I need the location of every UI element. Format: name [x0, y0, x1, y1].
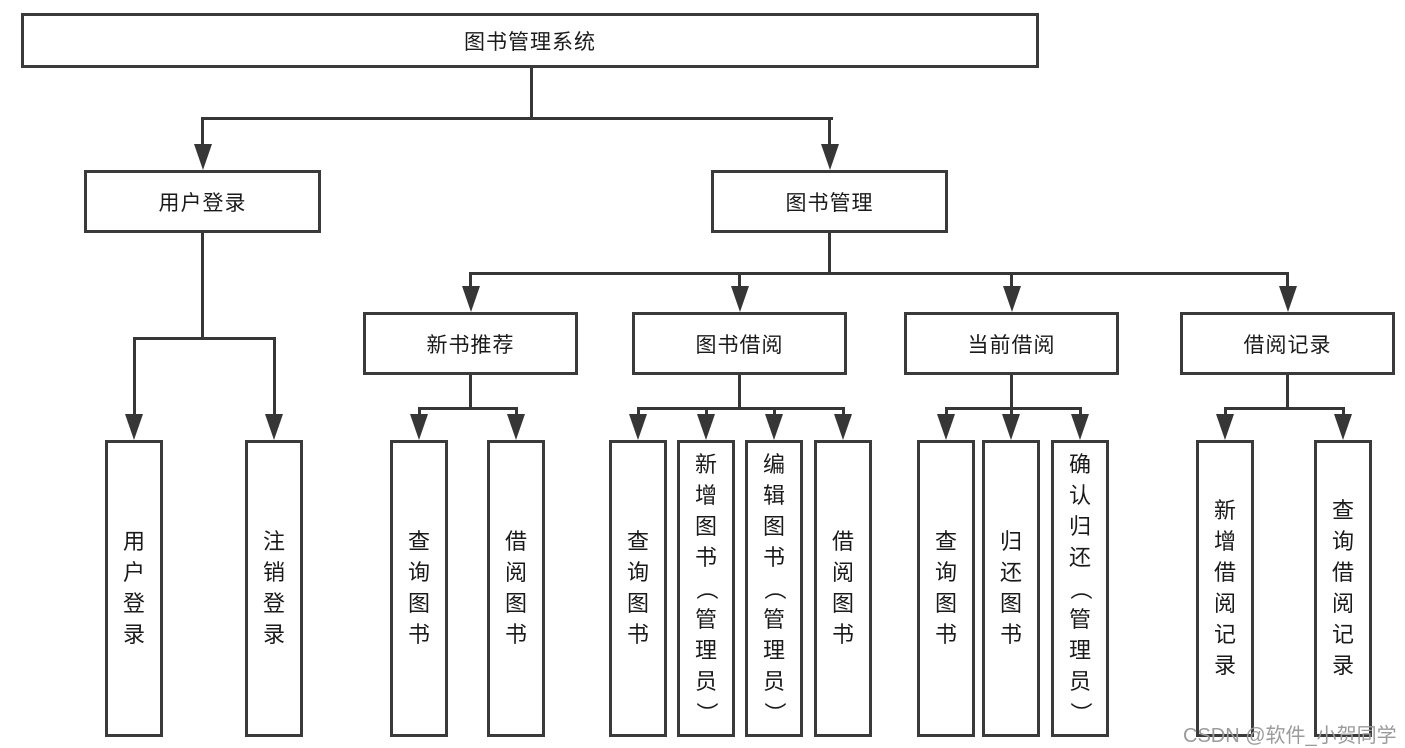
arrow-down-icon	[410, 414, 428, 440]
node-new-book-recommend: 新书推荐	[363, 312, 578, 375]
arrow-down-icon	[765, 414, 783, 440]
connector-user-login-hline	[132, 337, 276, 340]
connector-group-vline	[469, 375, 472, 410]
leaf-logout: 注销登录	[245, 440, 303, 737]
arrow-down-icon	[1071, 414, 1089, 440]
leaf-query-books-3: 查询图书	[917, 440, 975, 737]
leaf-borrow-books-1: 借阅图书	[487, 440, 545, 737]
leaf-user-login-label: 用户登录	[122, 529, 145, 647]
leaf-query-books-1: 查询图书	[390, 440, 448, 737]
arrow-down-icon	[461, 286, 480, 312]
connector-stub	[1286, 272, 1289, 289]
connector-level2-hline	[201, 117, 833, 120]
arrow-down-icon	[507, 414, 525, 440]
node-book-borrow-label: 图书借阅	[695, 333, 784, 357]
connector-group-hline	[1223, 407, 1345, 410]
arrow-down-icon	[1002, 414, 1020, 440]
arrow-down-icon	[834, 414, 852, 440]
leaf-confirm-return-admin: 确认归还（管理员）	[1051, 440, 1109, 737]
connector-stub	[704, 407, 708, 416]
connector-stub	[1010, 272, 1013, 289]
connector-stub	[1223, 407, 1227, 416]
connector-stub	[201, 117, 204, 146]
connector-stub	[772, 407, 776, 416]
connector-stub	[841, 407, 845, 416]
connector-group-hline	[944, 407, 1082, 410]
arrow-down-icon	[820, 144, 839, 170]
connector-group-vline	[738, 375, 741, 410]
leaf-query-books-2: 查询图书	[609, 440, 667, 737]
leaf-query-borrow-record-label: 查询借阅记录	[1331, 498, 1354, 678]
node-new-book-recommend-label: 新书推荐	[426, 333, 515, 357]
connector-stub	[469, 272, 472, 289]
leaf-return-book-label: 归还图书	[999, 529, 1022, 647]
arrow-down-icon	[629, 414, 647, 440]
node-borrow-records-label: 借阅记录	[1243, 333, 1332, 357]
arrow-down-icon	[265, 414, 283, 440]
connector-group-hline	[636, 407, 845, 410]
arrow-down-icon	[125, 414, 143, 440]
leaf-add-borrow-record-label: 新增借阅记录	[1213, 498, 1236, 678]
watermark: CSDN @软件_小贺同学	[1183, 725, 1397, 747]
node-current-borrow: 当前借阅	[904, 312, 1119, 375]
leaf-borrow-books-2: 借阅图书	[814, 440, 872, 737]
node-book-management: 图书管理	[711, 170, 948, 233]
leaf-query-borrow-record: 查询借阅记录	[1314, 440, 1372, 737]
leaf-edit-book-admin-label: 编辑图书（管理员）	[761, 451, 787, 724]
node-user-login: 用户登录	[84, 170, 321, 233]
leaf-add-book-admin: 新增图书（管理员）	[677, 440, 735, 737]
leaf-query-books-3-label: 查询图书	[934, 529, 957, 647]
arrow-down-icon	[697, 414, 715, 440]
leaf-logout-label: 注销登录	[262, 529, 285, 647]
connector-stub	[132, 337, 136, 416]
arrow-down-icon	[730, 286, 749, 312]
connector-stub	[636, 407, 640, 416]
connector-stub	[1078, 407, 1082, 416]
connector-level3-hline	[469, 272, 1289, 275]
arrow-down-icon	[1334, 414, 1352, 440]
node-book-management-label: 图书管理	[785, 191, 874, 215]
arrow-down-icon	[937, 414, 955, 440]
arrow-down-icon	[1216, 414, 1234, 440]
leaf-query-books-1-label: 查询图书	[407, 529, 430, 647]
arrow-down-icon	[1278, 286, 1297, 312]
connector-book-mgmt-vline	[828, 233, 831, 275]
node-user-login-label: 用户登录	[158, 191, 247, 215]
arrow-down-icon	[1002, 286, 1021, 312]
node-book-borrow: 图书借阅	[632, 312, 847, 375]
leaf-query-books-2-label: 查询图书	[626, 529, 649, 647]
leaf-edit-book-admin: 编辑图书（管理员）	[745, 440, 803, 737]
connector-stub	[272, 337, 276, 416]
node-borrow-records: 借阅记录	[1180, 312, 1395, 375]
leaf-user-login: 用户登录	[105, 440, 163, 737]
leaf-add-book-admin-label: 新增图书（管理员）	[693, 451, 719, 724]
connector-root-vline	[529, 68, 533, 120]
arrow-down-icon	[193, 144, 212, 170]
node-root: 图书管理系统	[21, 13, 1039, 68]
connector-stub	[738, 272, 741, 289]
leaf-borrow-books-2-label: 借阅图书	[831, 529, 854, 647]
connector-stub	[1341, 407, 1345, 416]
connector-stub	[1009, 407, 1013, 416]
connector-group-hline	[417, 407, 518, 410]
connector-stub	[417, 407, 421, 416]
leaf-add-borrow-record: 新增借阅记录	[1196, 440, 1254, 737]
leaf-confirm-return-admin-label: 确认归还（管理员）	[1067, 451, 1093, 724]
connector-group-vline	[1010, 375, 1013, 410]
connector-stub	[944, 407, 948, 416]
leaf-return-book: 归还图书	[982, 440, 1040, 737]
connector-stub	[514, 407, 518, 416]
connector-group-vline	[1286, 375, 1289, 410]
connector-user-login-vline	[201, 233, 204, 340]
leaf-borrow-books-1-label: 借阅图书	[504, 529, 527, 647]
node-root-label: 图书管理系统	[464, 30, 596, 54]
connector-stub	[828, 117, 831, 146]
node-current-borrow-label: 当前借阅	[967, 333, 1056, 357]
